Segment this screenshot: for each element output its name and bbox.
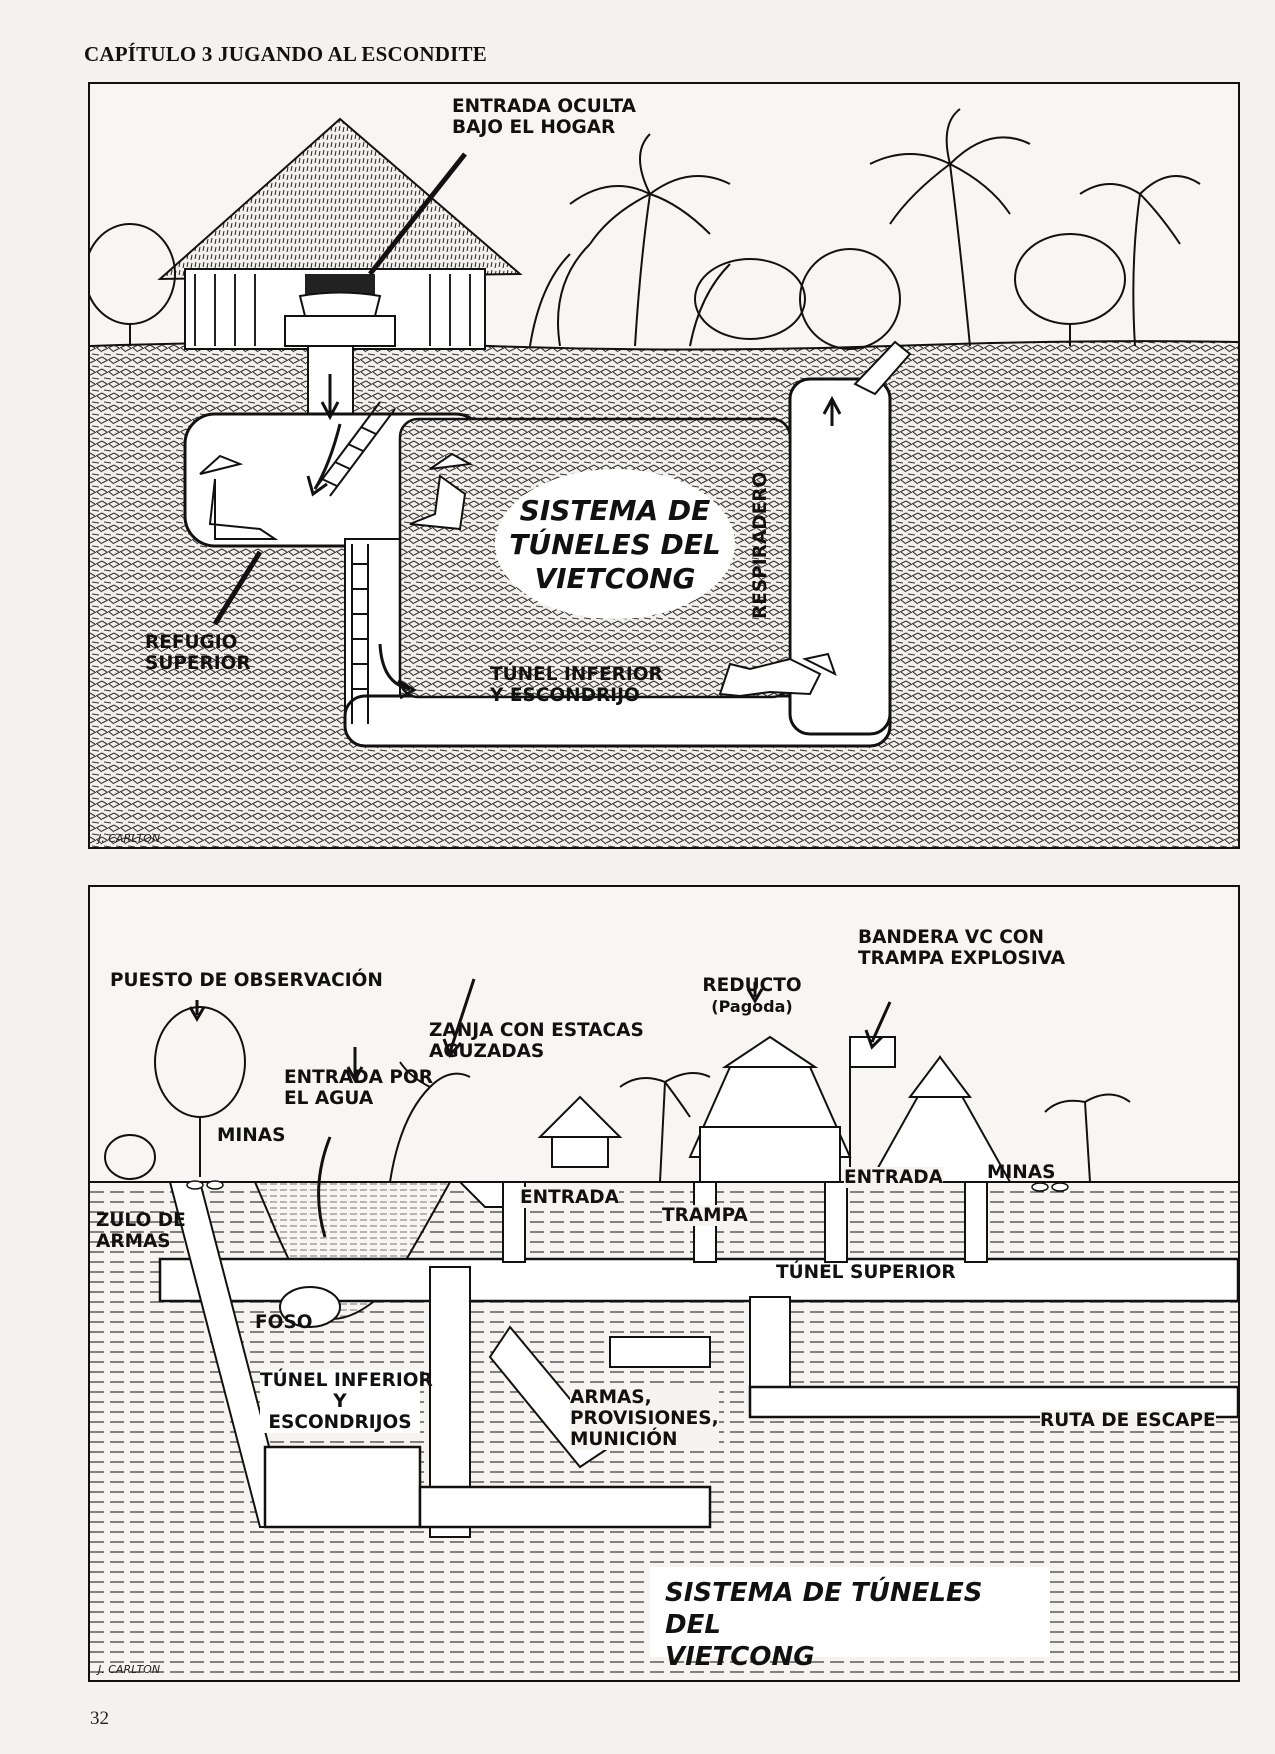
label-entrance-1: ENTRADA — [520, 1187, 619, 1208]
leader-hearth — [368, 152, 467, 276]
page-number: 32 — [90, 1708, 109, 1729]
label-lower-tunnel: TÚNEL INFERIOR Y ESCONDRIJO — [490, 664, 663, 706]
label-escape-route: RUTA DE ESCAPE — [1040, 1410, 1216, 1431]
label-pit: FOSO — [255, 1312, 313, 1333]
title-blob — [495, 469, 735, 619]
label-vc-flag: BANDERA VC CON TRAMPA EXPLOSIVA — [858, 927, 1066, 969]
hut-drawing — [157, 117, 523, 350]
soldier-figures — [199, 452, 837, 698]
bottom-illustration-art — [90, 978, 1238, 1680]
label-mines-right: MINAS — [987, 1162, 1056, 1183]
vegetation-drawing — [90, 108, 1201, 350]
top-signature: J. CARLTON — [98, 832, 161, 845]
label-water-entrance: ENTRADA POR EL AGUA — [284, 1067, 433, 1109]
label-redoubt: REDUCTO (Pagoda) — [702, 975, 802, 1016]
bottom-tunnel-illustration: PUESTO DE OBSERVACIÓN MINAS ENTRADA POR … — [88, 885, 1240, 1682]
label-lower-tunnel-hideouts: TÚNEL INFERIOR Y ESCONDRIJOS — [260, 1370, 433, 1433]
label-mines-left: MINAS — [217, 1125, 286, 1146]
top-diagram-title: SISTEMA DE TÚNELES DEL VIETCONG — [509, 494, 721, 595]
label-observation-post: PUESTO DE OBSERVACIÓN — [110, 970, 383, 991]
label-upper-refuge: REFUGIO SUPERIOR — [145, 632, 251, 674]
label-supplies: ARMAS, PROVISIONES, MUNICIÓN — [570, 1387, 719, 1450]
bottom-title-blob — [650, 1567, 1050, 1657]
bottom-signature: J. CARLTON — [98, 1663, 161, 1676]
chapter-title: CAPÍTULO 3 JUGANDO AL ESCONDITE — [84, 42, 487, 66]
label-air-vent: RESPIRADERO — [750, 471, 771, 619]
leader-refuge — [212, 550, 263, 626]
bottom-diagram-title: SISTEMA DE TÚNELES DEL VIETCONG — [665, 1578, 983, 1672]
buildings-drawing — [537, 1035, 1012, 1183]
bottom-vegetation — [104, 1006, 1131, 1183]
label-hidden-entrance: ENTRADA OCULTA BAJO EL HOGAR — [452, 96, 636, 138]
label-entrance-2: ENTRADA — [844, 1167, 943, 1188]
top-illustration-art — [90, 84, 1238, 847]
label-stake-ditch: ZANJA CON ESTACAS AGUZADAS — [429, 1020, 644, 1062]
label-weapons-cache: ZULO DE ARMAS — [96, 1210, 186, 1252]
top-tunnel-illustration: ENTRADA OCULTA BAJO EL HOGAR SISTEMA DE … — [88, 82, 1240, 849]
label-upper-tunnel: TÚNEL SUPERIOR — [776, 1262, 956, 1283]
label-trap: TRAMPA — [662, 1205, 748, 1226]
